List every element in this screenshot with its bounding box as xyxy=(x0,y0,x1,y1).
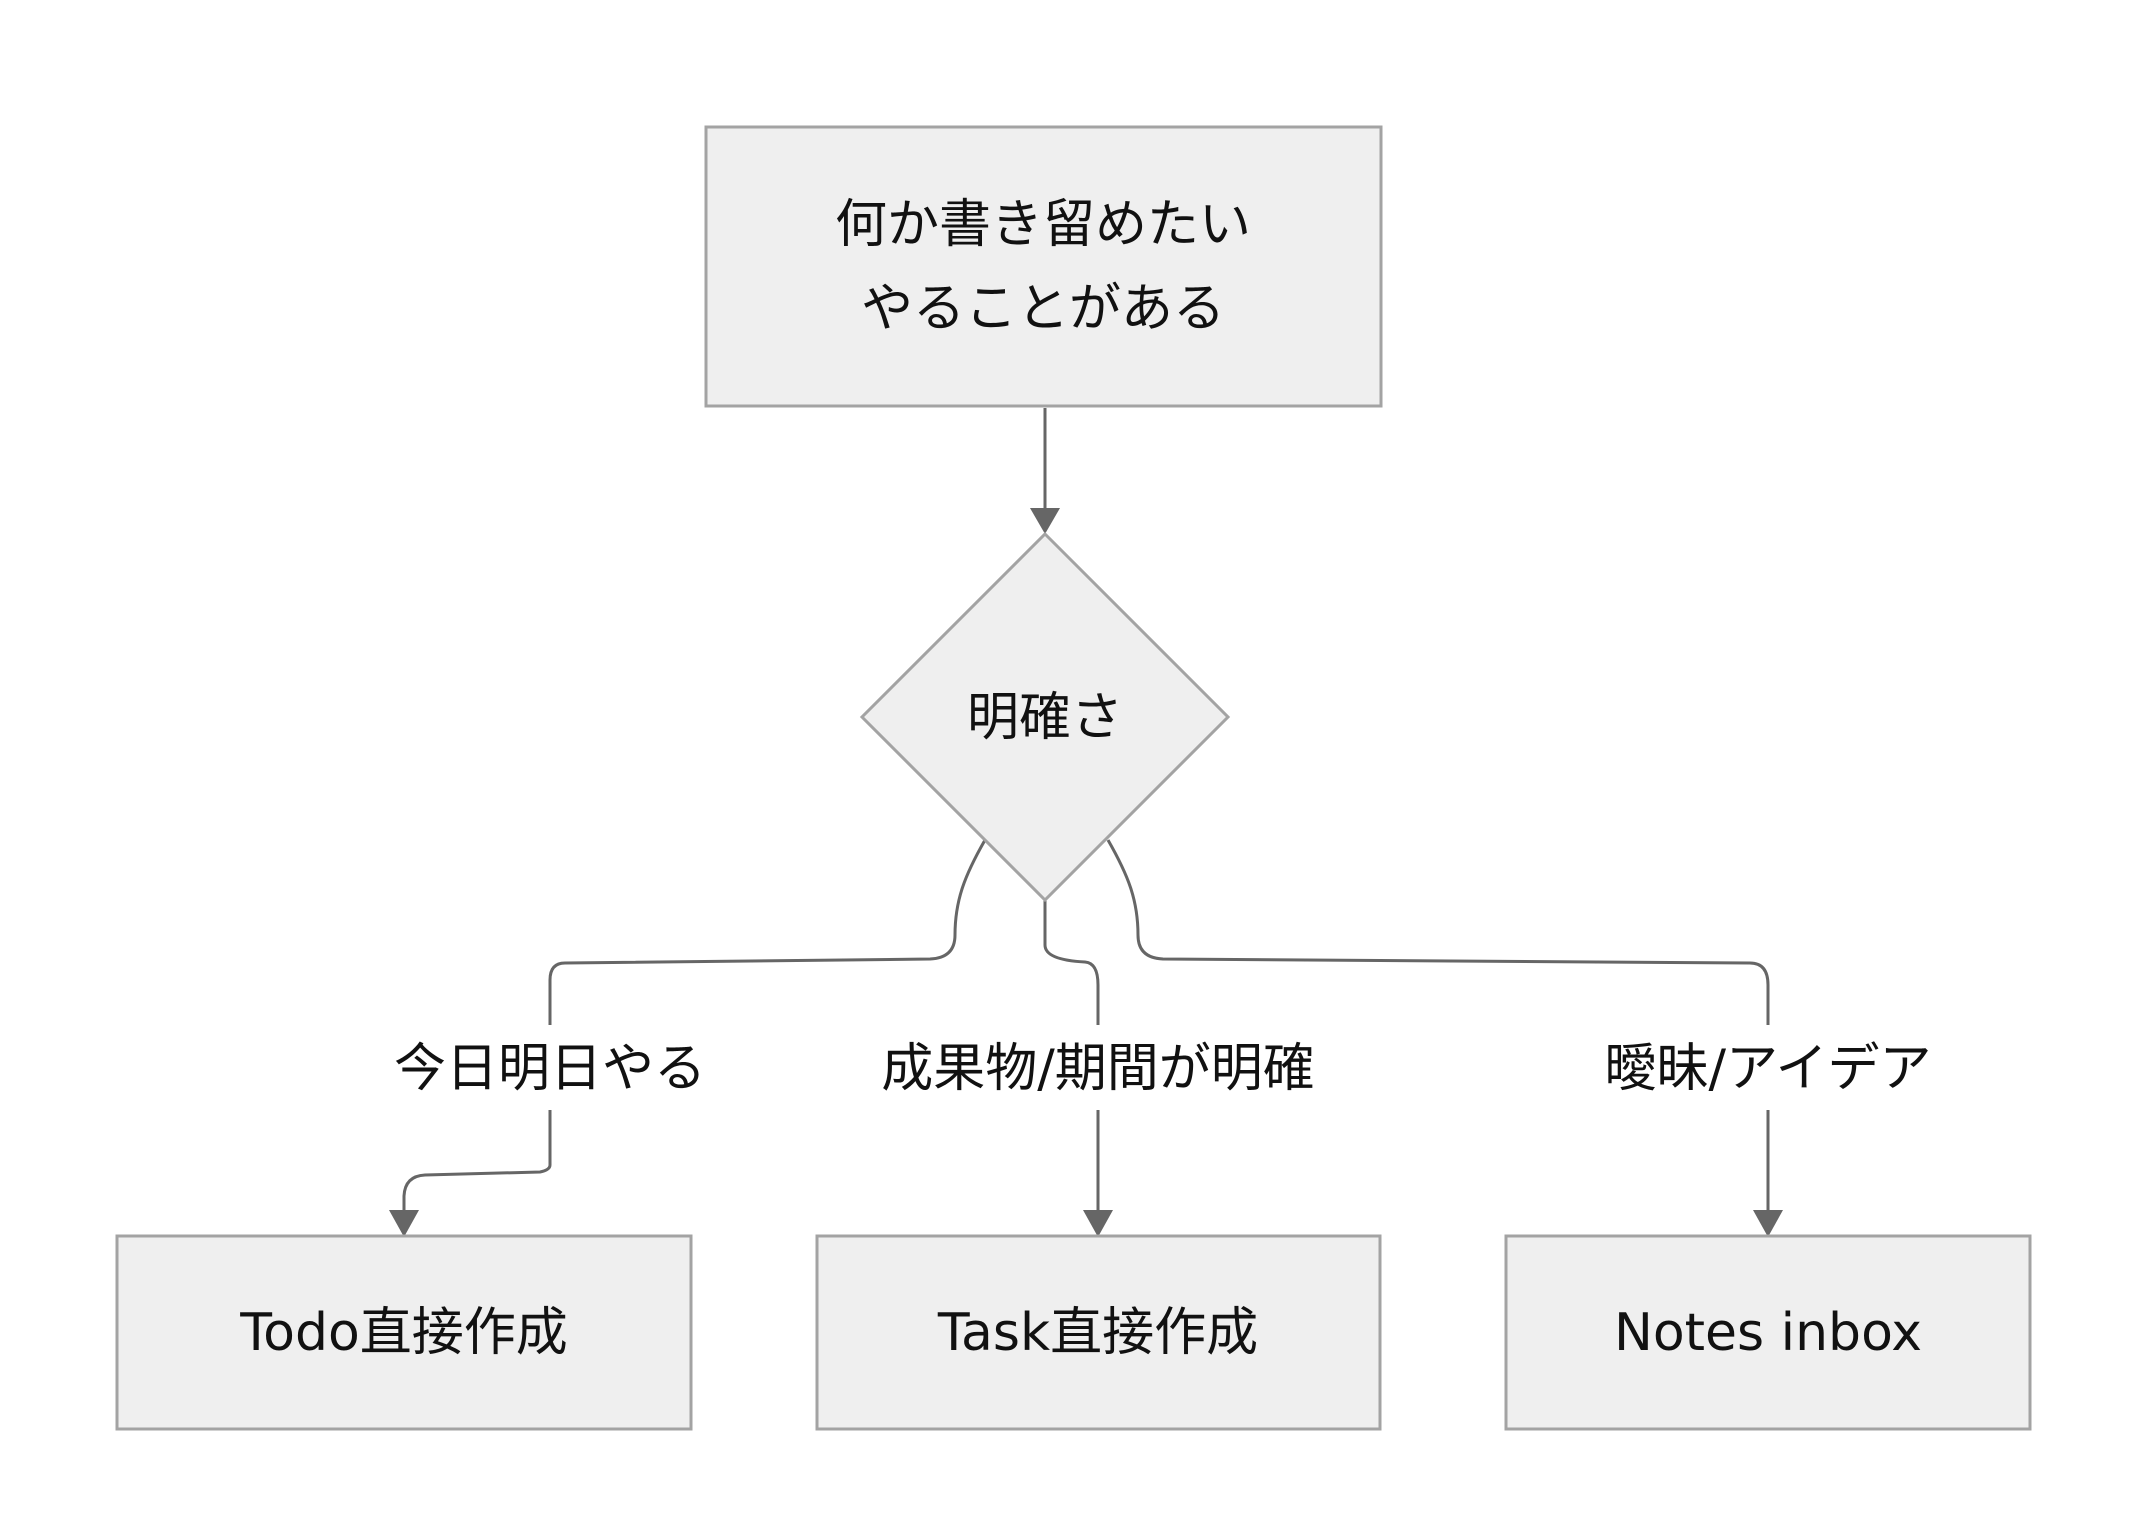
node-task: Task直接作成 xyxy=(815,1234,1382,1431)
arrowhead-decision-to-notes xyxy=(1753,1210,1783,1237)
edge-labels: 今日明日やる 成果物/期間が明確 曖昧/アイデア xyxy=(360,1025,1956,1110)
edge-label-to-task: 成果物/期間が明確 xyxy=(881,1039,1315,1099)
edge-decision-to-todo xyxy=(402,839,987,1212)
node-notes: Notes inbox xyxy=(1504,1234,2032,1431)
edge-decision-to-task xyxy=(1043,900,1100,1212)
node-start: 何か書き留めたい やることがある xyxy=(704,125,1383,408)
node-decision: 明確さ xyxy=(859,531,1231,903)
node-todo: Todo直接作成 xyxy=(115,1234,693,1431)
node-task-label: Task直接作成 xyxy=(937,1303,1258,1363)
edge-decision-to-notes xyxy=(1106,839,1770,1212)
arrowhead-start-to-decision xyxy=(1030,508,1060,534)
edge-label-to-notes: 曖昧/アイデア xyxy=(1605,1039,1932,1099)
edge-label-to-todo: 今日明日やる xyxy=(394,1039,706,1099)
edges xyxy=(389,408,1783,1237)
node-decision-label: 明確さ xyxy=(967,688,1123,748)
arrowhead-decision-to-todo xyxy=(389,1210,419,1237)
node-todo-label: Todo直接作成 xyxy=(239,1303,568,1363)
node-notes-label: Notes inbox xyxy=(1614,1303,1922,1363)
arrowhead-decision-to-task xyxy=(1083,1210,1113,1237)
node-start-line-1: 何か書き留めたい xyxy=(835,195,1251,255)
node-start-line-2: やることがある xyxy=(861,279,1225,339)
